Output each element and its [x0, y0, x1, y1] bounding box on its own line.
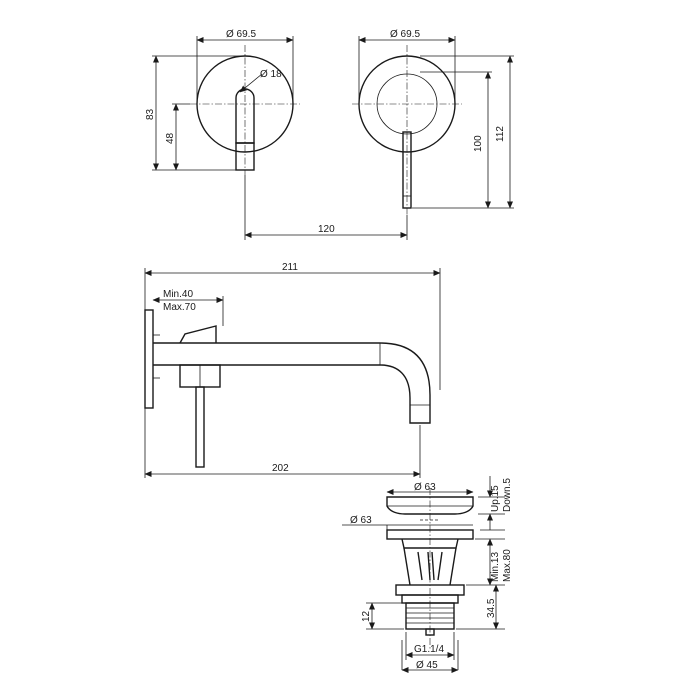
front-left-dimensions: Ø 69.5 Ø 18 83 48	[145, 29, 294, 171]
dim-front-left-spout-diameter: Ø 18	[260, 69, 282, 80]
drain-dimensions: Ø 63 Ø 63 Up.15 Down.5 Min.13 Max.80 34.…	[342, 476, 513, 673]
dim-front-left-height-total: 83	[145, 108, 156, 120]
dim-side-spout-reach: 202	[272, 463, 289, 474]
dim-side-wall-depth-max: Max.70	[163, 302, 196, 313]
dim-side-total-length: 211	[282, 262, 298, 273]
side-view-dimensions: 211 Min.40 Max.70 202	[144, 262, 441, 478]
front-right-dimensions: Ø 69.5 100 112	[358, 29, 514, 209]
dim-drain-bottom-diameter: Ø 45	[416, 660, 438, 671]
drain-assembly	[386, 488, 474, 650]
dim-front-right-height-total: 112	[495, 126, 506, 142]
dim-front-right-height-lever: 100	[473, 135, 484, 152]
dim-drain-body-height: 34.5	[486, 598, 497, 618]
dim-front-right-diameter: Ø 69.5	[390, 29, 420, 40]
dim-drain-thickness-max: Max.80	[502, 549, 513, 582]
front-spacing-dimension: 120	[244, 175, 408, 240]
dim-drain-down-travel: Down.5	[502, 478, 513, 512]
dim-side-wall-depth-min: Min.40	[163, 289, 193, 300]
dim-front-left-diameter: Ø 69.5	[226, 29, 256, 40]
dim-drain-up-travel: Up.15	[490, 485, 501, 512]
dim-drain-thread: G1.1/4	[414, 644, 444, 655]
front-view-mixer-plate	[352, 45, 462, 215]
dim-drain-top-diameter: Ø 63	[414, 482, 436, 493]
dim-front-left-height-spout: 48	[165, 132, 176, 144]
dim-drain-thread-height: 12	[361, 610, 372, 622]
dim-front-spacing: 120	[318, 224, 335, 235]
dim-drain-thickness-min: Min.13	[490, 552, 501, 582]
front-view-spout-plate	[190, 45, 300, 175]
side-view-spout	[144, 309, 431, 468]
dim-drain-flange-diameter: Ø 63	[350, 515, 372, 526]
